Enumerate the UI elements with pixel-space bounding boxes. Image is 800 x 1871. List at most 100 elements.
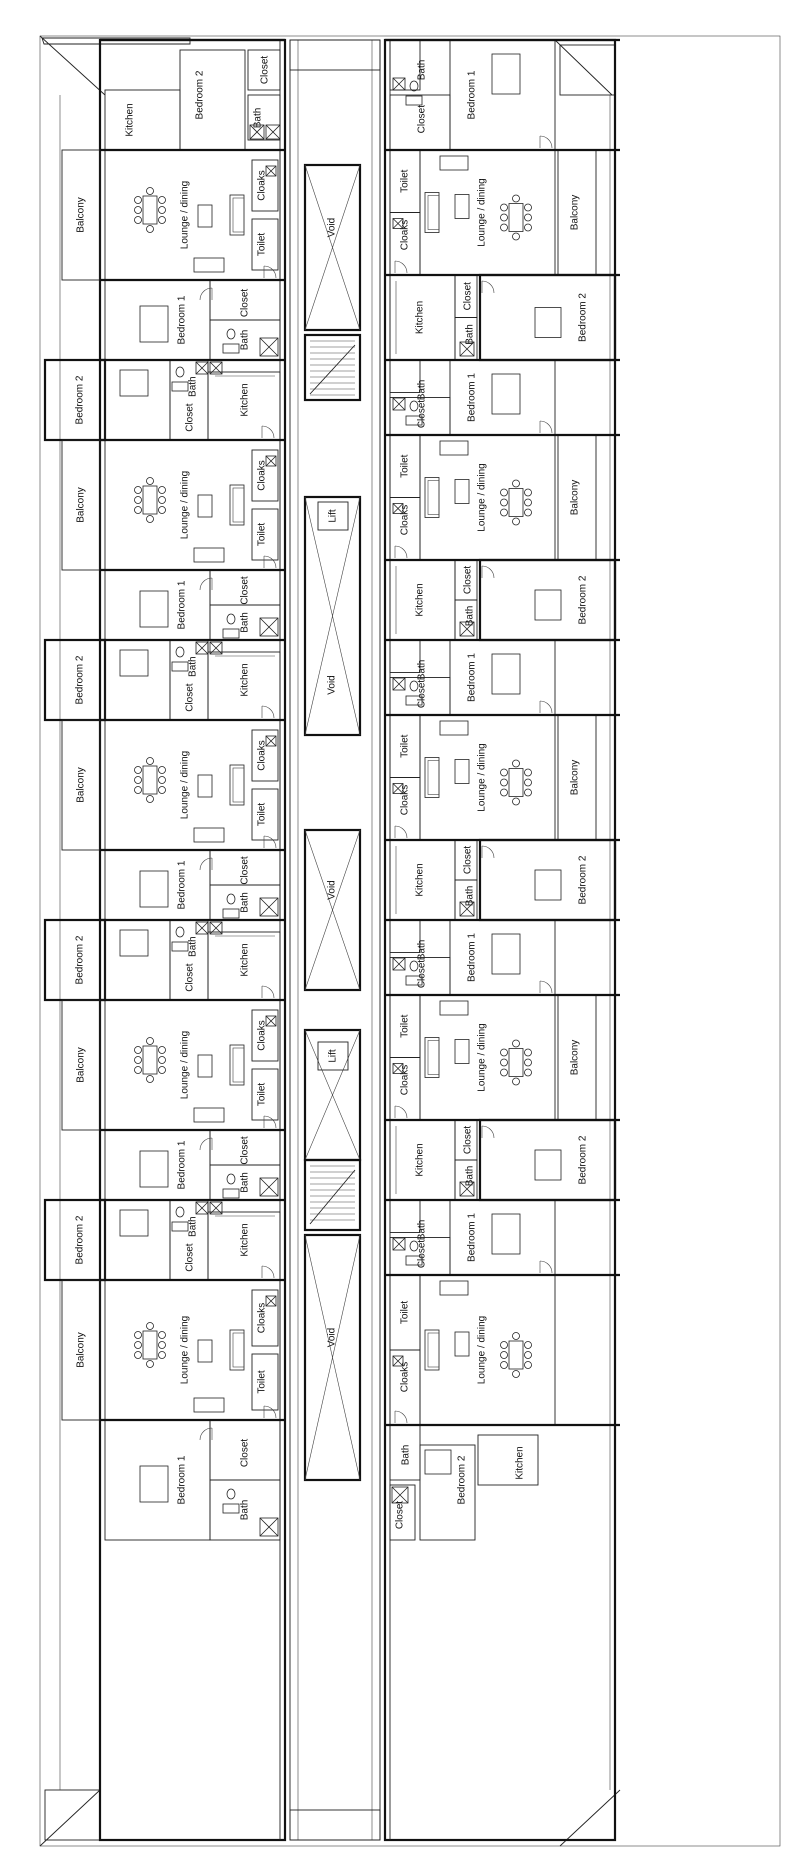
toilet-label: Toilet xyxy=(400,734,411,758)
bedroom-1-label: Bedroom 1 xyxy=(467,653,478,702)
toilet-label: Toilet xyxy=(257,1083,268,1107)
core-stair-6 xyxy=(303,1158,362,1232)
door-swing xyxy=(481,565,495,579)
storage-box xyxy=(195,921,209,935)
sofa xyxy=(424,477,440,518)
cloaks-storage xyxy=(265,1295,277,1307)
storage-box xyxy=(249,124,265,140)
door-swing xyxy=(261,425,275,439)
kitchen xyxy=(477,1434,539,1486)
door-swing xyxy=(263,1405,277,1419)
bath-label: Bath xyxy=(465,886,476,907)
bath-label: Bath xyxy=(417,940,428,961)
toilet-room xyxy=(251,788,279,841)
bed xyxy=(119,369,149,397)
bath-fixtures xyxy=(171,366,189,392)
site-diagonal-top-right xyxy=(554,39,613,96)
bath-label: Bath xyxy=(465,1166,476,1187)
balcony-label: Balcony xyxy=(76,487,87,523)
door-swing xyxy=(199,577,213,591)
kitchen-label: Kitchen xyxy=(240,663,251,696)
bath-fixtures xyxy=(405,680,423,706)
bath-fixtures xyxy=(171,926,189,952)
bedroom-2 xyxy=(478,558,617,642)
bedroom-2-label: Bedroom 2 xyxy=(578,855,589,904)
cloaks-storage xyxy=(265,165,277,177)
kitchen-label: Kitchen xyxy=(240,1223,251,1256)
closet-label: Closet xyxy=(395,1501,406,1530)
bath-label: Bath xyxy=(188,1216,199,1237)
door-swing xyxy=(261,705,275,719)
site-outline xyxy=(39,35,781,1847)
bath-fixtures xyxy=(405,960,423,986)
bath-fixtures xyxy=(222,1488,240,1514)
cloaks-label: Cloaks xyxy=(400,505,411,536)
coffee-table xyxy=(197,1054,213,1078)
bath-label: Bath xyxy=(240,1172,251,1193)
storage-box xyxy=(259,1517,279,1537)
armchair xyxy=(193,1107,225,1123)
toilet-label: Toilet xyxy=(400,1014,411,1038)
cloaks-room xyxy=(251,729,279,782)
closet xyxy=(247,49,281,91)
cloaks-storage xyxy=(265,735,277,747)
toilet-label: Toilet xyxy=(257,803,268,827)
coffee-table xyxy=(454,759,470,784)
closet-label: Closet xyxy=(463,1126,474,1155)
bath-fixtures xyxy=(405,1240,423,1266)
storage-box xyxy=(265,124,281,140)
bath-fixtures xyxy=(222,328,240,354)
bath-label: Bath xyxy=(417,60,428,81)
bath-label: Bath xyxy=(240,330,251,351)
core-stair-2 xyxy=(303,333,362,402)
lounge-dining-label: Lounge / dining xyxy=(477,1316,488,1384)
bedroom-1 xyxy=(104,1129,211,1201)
bedroom-2-label: Bedroom 2 xyxy=(75,375,86,424)
armchair xyxy=(439,440,469,456)
sofa xyxy=(229,1329,245,1371)
closet-label: Closet xyxy=(417,960,428,989)
balcony-label: Balcony xyxy=(570,480,581,516)
bath-room xyxy=(389,1199,421,1233)
lounge-dining-room xyxy=(104,999,281,1131)
balcony-label: Balcony xyxy=(570,195,581,231)
bath-label: Bath xyxy=(417,660,428,681)
lounge-dining-room xyxy=(104,439,281,571)
site-diagonal-bottom-left xyxy=(39,1789,101,1847)
bed xyxy=(139,305,169,343)
door-swing xyxy=(263,1115,277,1129)
storage-box xyxy=(195,361,209,375)
closet-label: Closet xyxy=(417,680,428,709)
sofa xyxy=(424,1329,440,1371)
balcony-label: Balcony xyxy=(570,760,581,796)
lounge-dining-label: Lounge / dining xyxy=(180,181,191,249)
closet-label: Closet xyxy=(463,566,474,595)
armchair xyxy=(193,827,225,843)
storage-box xyxy=(459,901,475,917)
door-swing xyxy=(263,265,277,279)
bedroom-1-label: Bedroom 1 xyxy=(467,373,478,422)
bath-room xyxy=(389,359,421,393)
toilet-label: Toilet xyxy=(400,169,411,193)
bath-room xyxy=(209,1479,281,1541)
closet-label: Closet xyxy=(185,963,196,992)
storage-box xyxy=(392,1063,404,1074)
dining-table xyxy=(134,1037,166,1083)
storage-box xyxy=(391,1486,409,1504)
closet-label: Closet xyxy=(185,1243,196,1272)
bedroom-1 xyxy=(104,279,211,361)
toilet-room xyxy=(251,508,279,561)
dining-table xyxy=(500,1332,532,1378)
closet xyxy=(389,1484,416,1541)
closet-label: Closet xyxy=(417,105,428,134)
void-label: Void xyxy=(327,1328,338,1347)
bath-fixtures xyxy=(171,1206,189,1232)
